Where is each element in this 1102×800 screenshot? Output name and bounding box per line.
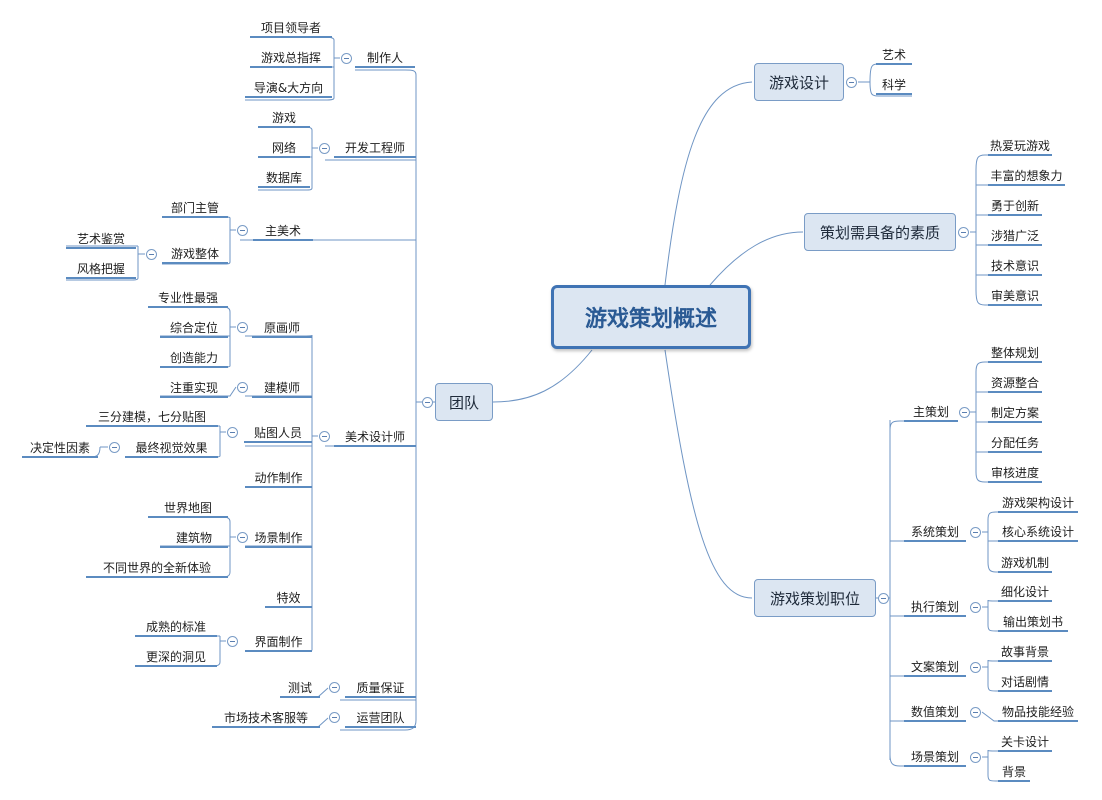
role-ui-maker[interactable]: 界面制作 bbox=[245, 632, 312, 652]
leaf-item-skill-exp[interactable]: 物品技能经验 bbox=[998, 702, 1078, 722]
collapse-icon[interactable] bbox=[329, 682, 340, 693]
role-lead-planner[interactable]: 主策划 bbox=[904, 402, 958, 422]
leaf-game-whole[interactable]: 游戏整体 bbox=[162, 244, 228, 264]
role-copy-planner[interactable]: 文案策划 bbox=[904, 657, 966, 677]
role-producer[interactable]: 制作人 bbox=[355, 48, 415, 68]
collapse-icon[interactable] bbox=[146, 249, 157, 260]
leaf-art[interactable]: 艺术 bbox=[876, 45, 912, 65]
leaf-science[interactable]: 科学 bbox=[876, 75, 912, 95]
leaf-decisive-factor[interactable]: 决定性因素 bbox=[22, 438, 98, 458]
leaf-dialogue[interactable]: 对话剧情 bbox=[998, 672, 1052, 692]
leaf-buildings[interactable]: 建筑物 bbox=[160, 528, 228, 548]
leaf-style-control[interactable]: 风格把握 bbox=[66, 259, 136, 279]
topic-game-design[interactable]: 游戏设计 bbox=[754, 63, 844, 101]
leaf-mechanics[interactable]: 游戏机制 bbox=[998, 553, 1052, 573]
leaf-resource-integration[interactable]: 资源整合 bbox=[988, 373, 1042, 393]
role-qa[interactable]: 质量保证 bbox=[345, 678, 416, 698]
leaf-dept-head[interactable]: 部门主管 bbox=[162, 198, 228, 218]
leaf-positioning[interactable]: 综合定位 bbox=[160, 318, 228, 338]
collapse-icon[interactable] bbox=[970, 527, 981, 538]
collapse-icon[interactable] bbox=[329, 712, 340, 723]
collapse-icon[interactable] bbox=[970, 662, 981, 673]
collapse-icon[interactable] bbox=[422, 397, 433, 408]
leaf-direction[interactable]: 导演&大方向 bbox=[245, 78, 332, 98]
topic-planning-roles[interactable]: 游戏策划职位 bbox=[754, 579, 876, 617]
leaf-market-tech-support[interactable]: 市场技术客服等 bbox=[212, 708, 320, 728]
collapse-icon[interactable] bbox=[959, 407, 970, 418]
leaf-output-doc[interactable]: 输出策划书 bbox=[998, 612, 1068, 632]
leaf-love-games[interactable]: 热爱玩游戏 bbox=[988, 136, 1052, 156]
central-topic[interactable]: 游戏策划概述 bbox=[551, 285, 751, 349]
leaf-tech-awareness[interactable]: 技术意识 bbox=[988, 256, 1042, 276]
collapse-icon[interactable] bbox=[227, 427, 238, 438]
leaf-story[interactable]: 故事背景 bbox=[998, 642, 1052, 662]
leaf-game-director[interactable]: 游戏总指挥 bbox=[250, 48, 332, 68]
leaf-database[interactable]: 数据库 bbox=[258, 168, 310, 188]
role-modeler[interactable]: 建模师 bbox=[252, 378, 312, 398]
collapse-icon[interactable] bbox=[319, 143, 330, 154]
leaf-art-appreciation[interactable]: 艺术鉴赏 bbox=[66, 229, 136, 249]
leaf-level-design[interactable]: 关卡设计 bbox=[998, 732, 1052, 752]
leaf-broad-interest[interactable]: 涉猎广泛 bbox=[988, 226, 1042, 246]
leaf-imagination[interactable]: 丰富的想象力 bbox=[988, 166, 1065, 186]
collapse-icon[interactable] bbox=[109, 442, 120, 453]
role-concept-artist[interactable]: 原画师 bbox=[252, 318, 312, 338]
collapse-icon[interactable] bbox=[958, 227, 969, 238]
leaf-new-experience[interactable]: 不同世界的全新体验 bbox=[86, 558, 228, 578]
leaf-aesthetic[interactable]: 审美意识 bbox=[988, 286, 1042, 306]
role-animation[interactable]: 动作制作 bbox=[245, 468, 312, 488]
leaf-project-leader[interactable]: 项目领导者 bbox=[250, 18, 332, 38]
leaf-core-system[interactable]: 核心系统设计 bbox=[998, 522, 1078, 542]
collapse-icon[interactable] bbox=[237, 322, 248, 333]
collapse-icon[interactable] bbox=[237, 382, 248, 393]
leaf-architecture[interactable]: 游戏架构设计 bbox=[998, 493, 1078, 513]
leaf-network[interactable]: 网络 bbox=[258, 138, 310, 158]
topic-qualities[interactable]: 策划需具备的素质 bbox=[804, 213, 956, 251]
role-ops-team[interactable]: 运营团队 bbox=[345, 708, 416, 728]
collapse-icon[interactable] bbox=[319, 431, 330, 442]
collapse-icon[interactable] bbox=[970, 752, 981, 763]
collapse-icon[interactable] bbox=[970, 602, 981, 613]
collapse-icon[interactable] bbox=[227, 636, 238, 647]
collapse-icon[interactable] bbox=[341, 53, 352, 64]
leaf-testing[interactable]: 测试 bbox=[280, 678, 320, 698]
role-scene-planner[interactable]: 场景策划 bbox=[904, 747, 966, 767]
leaf-innovation[interactable]: 勇于创新 bbox=[988, 196, 1042, 216]
topic-team[interactable]: 团队 bbox=[435, 383, 493, 421]
collapse-icon[interactable] bbox=[846, 77, 857, 88]
leaf-deeper-insight[interactable]: 更深的洞见 bbox=[135, 647, 217, 667]
collapse-icon[interactable] bbox=[970, 707, 981, 718]
leaf-world-map[interactable]: 世界地图 bbox=[148, 498, 228, 518]
leaf-most-professional[interactable]: 专业性最强 bbox=[148, 288, 228, 308]
leaf-game[interactable]: 游戏 bbox=[258, 108, 310, 128]
leaf-review-progress[interactable]: 审核进度 bbox=[988, 463, 1042, 483]
leaf-model-texture-ratio[interactable]: 三分建模，七分贴图 bbox=[86, 407, 218, 427]
role-dev-engineer[interactable]: 开发工程师 bbox=[334, 138, 416, 158]
leaf-background[interactable]: 背景 bbox=[998, 762, 1030, 782]
leaf-final-visual[interactable]: 最终视觉效果 bbox=[125, 438, 218, 458]
role-system-planner[interactable]: 系统策划 bbox=[904, 522, 966, 542]
role-numeric-planner[interactable]: 数值策划 bbox=[904, 702, 966, 722]
role-exec-planner[interactable]: 执行策划 bbox=[904, 597, 966, 617]
role-art-designer[interactable]: 美术设计师 bbox=[334, 427, 416, 447]
role-texture-artist[interactable]: 贴图人员 bbox=[244, 423, 312, 443]
leaf-overall-plan[interactable]: 整体规划 bbox=[988, 343, 1042, 363]
leaf-detail-design[interactable]: 细化设计 bbox=[998, 582, 1052, 602]
role-lead-artist[interactable]: 主美术 bbox=[253, 221, 313, 241]
leaf-implementation[interactable]: 注重实现 bbox=[160, 378, 228, 398]
leaf-creativity[interactable]: 创造能力 bbox=[160, 348, 228, 368]
leaf-mature-standard[interactable]: 成熟的标准 bbox=[135, 617, 217, 637]
leaf-make-plan[interactable]: 制定方案 bbox=[988, 403, 1042, 423]
collapse-icon[interactable] bbox=[878, 593, 889, 604]
collapse-icon[interactable] bbox=[237, 225, 248, 236]
collapse-icon[interactable] bbox=[237, 532, 248, 543]
leaf-assign-tasks[interactable]: 分配任务 bbox=[988, 433, 1042, 453]
role-scene-maker[interactable]: 场景制作 bbox=[245, 528, 312, 548]
role-effects[interactable]: 特效 bbox=[265, 588, 312, 608]
